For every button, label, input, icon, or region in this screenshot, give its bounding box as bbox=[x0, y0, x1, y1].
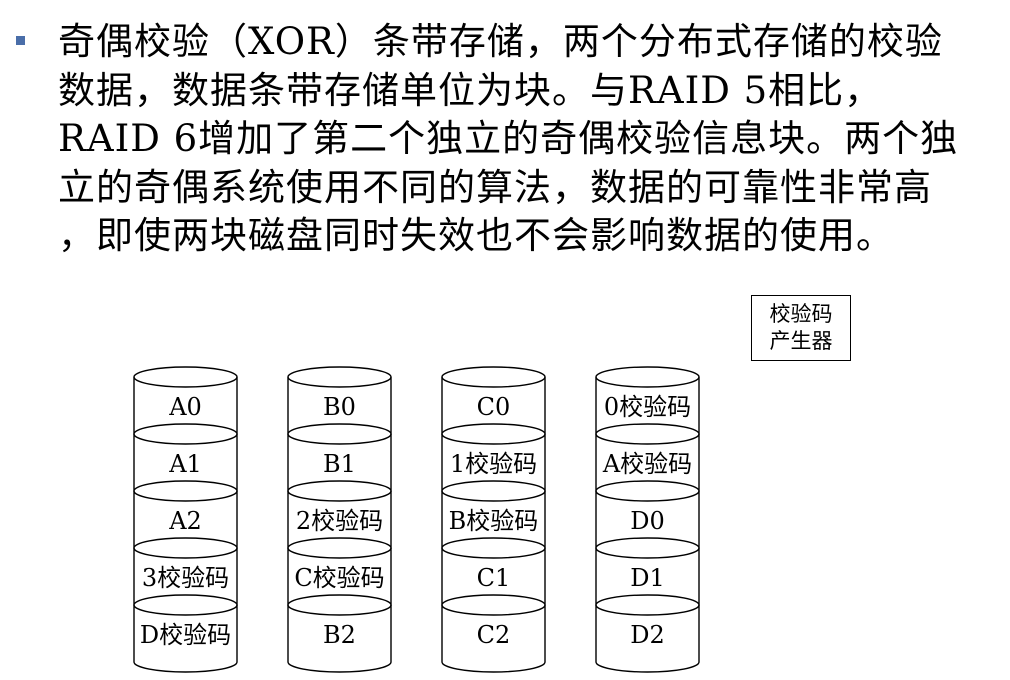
disk-block-rim bbox=[133, 490, 238, 502]
bullet-line: RAID 6增加了第二个独立的奇偶校验信息块。两个独 bbox=[58, 117, 959, 160]
disk-block-label: A0 bbox=[168, 393, 202, 421]
disk-block-rim bbox=[441, 490, 546, 502]
disk-block-label: D2 bbox=[630, 621, 665, 649]
disk-block-rim bbox=[287, 547, 392, 559]
disk-block: D校验码 bbox=[133, 594, 238, 673]
disk-block-rim bbox=[133, 604, 238, 616]
disk-block-rim bbox=[441, 604, 546, 616]
disk-block: D2 bbox=[595, 594, 700, 673]
disk-block-rim bbox=[595, 433, 700, 445]
disk-block: B2 bbox=[287, 594, 392, 673]
disk-block-rim bbox=[287, 490, 392, 502]
disk-block-rim bbox=[595, 604, 700, 616]
bullet-line: 数据，数据条带存储单位为块。与RAID 5相比， bbox=[58, 68, 883, 112]
disk-block: C2 bbox=[441, 594, 546, 673]
disk-block-label: D0 bbox=[630, 507, 665, 535]
disk-block-label: A2 bbox=[168, 507, 202, 535]
bullet-line: 立的奇偶系统使用不同的算法，数据的可靠性非常高 bbox=[58, 165, 932, 209]
bullet-line: ，即使两块磁盘同时失效也不会影响数据的使用。 bbox=[58, 214, 894, 257]
disk-block-rim bbox=[595, 490, 700, 502]
disk-block-label: B校验码 bbox=[449, 507, 539, 535]
disk-block-rim bbox=[595, 376, 700, 388]
disk-block-rim bbox=[133, 376, 238, 388]
parity-generator-label-2: 产生器 bbox=[769, 329, 833, 353]
disk-block-label: C校验码 bbox=[294, 564, 384, 592]
disk-block-label: D校验码 bbox=[140, 621, 231, 649]
disk-block-label: C0 bbox=[477, 393, 511, 421]
disk-block-label: 1校验码 bbox=[450, 450, 537, 478]
bullet-line: 奇偶校验（XOR）条带存储，两个分布式存储的校验 bbox=[58, 20, 943, 63]
disk-block-rim bbox=[595, 547, 700, 559]
disk-block-label: B2 bbox=[323, 621, 356, 649]
disk-block-label: B1 bbox=[323, 450, 356, 478]
disk-block-rim bbox=[441, 433, 546, 445]
square-bullet-icon bbox=[16, 36, 25, 45]
bullet-text: 奇偶校验（XOR）条带存储，两个分布式存储的校验 数据，数据条带存储单位为块。与… bbox=[58, 18, 1003, 261]
parity-generator-box: 校验码 产生器 bbox=[751, 295, 851, 361]
disk-block-rim bbox=[287, 604, 392, 616]
disk-block-rim bbox=[133, 433, 238, 445]
disk-block-label: D1 bbox=[630, 564, 665, 592]
disk-block-rim bbox=[133, 547, 238, 559]
disk-block-rim bbox=[287, 433, 392, 445]
disk-block-label: C2 bbox=[477, 621, 511, 649]
disk-block-label: 0校验码 bbox=[604, 393, 691, 421]
disk-block-label: B0 bbox=[323, 393, 356, 421]
parity-generator-label-1: 校验码 bbox=[769, 302, 833, 326]
disk-block-label: A1 bbox=[168, 450, 202, 478]
disk-block-label: A校验码 bbox=[602, 450, 692, 478]
disk-block-rim bbox=[441, 376, 546, 388]
disk-block-rim bbox=[441, 547, 546, 559]
disk-block-rim bbox=[287, 376, 392, 388]
disk-block-label: 3校验码 bbox=[142, 564, 229, 592]
disk-block-label: 2校验码 bbox=[296, 507, 383, 535]
disk-block-label: C1 bbox=[477, 564, 511, 592]
